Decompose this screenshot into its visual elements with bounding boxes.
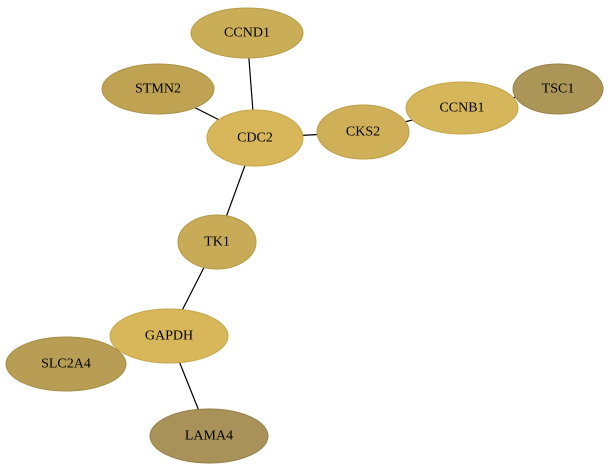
node-label-lama4: LAMA4: [185, 429, 233, 444]
node-shape-tk1[interactable]: [177, 214, 257, 270]
node-label-ccnb1: CCNB1: [439, 101, 484, 116]
node-ccnd1[interactable]: CCND1: [190, 7, 304, 59]
node-label-stmn2: STMN2: [135, 82, 181, 97]
node-shape-gapdh[interactable]: [109, 308, 229, 364]
node-label-cks2: CKS2: [346, 125, 380, 140]
node-lama4[interactable]: LAMA4: [149, 408, 269, 464]
node-shape-stmn2[interactable]: [101, 63, 215, 115]
node-stmn2[interactable]: STMN2: [101, 63, 215, 115]
node-shape-slc2a4[interactable]: [5, 336, 127, 392]
node-label-slc2a4: SLC2A4: [41, 357, 91, 372]
node-shape-ccnb1[interactable]: [405, 81, 519, 135]
node-shape-tsc1[interactable]: [512, 63, 604, 115]
node-slc2a4[interactable]: SLC2A4: [5, 336, 127, 392]
node-tsc1[interactable]: TSC1: [512, 63, 604, 115]
node-shape-lama4[interactable]: [149, 408, 269, 464]
node-cdc2[interactable]: CDC2: [206, 109, 304, 167]
node-label-cdc2: CDC2: [237, 131, 273, 146]
node-gapdh[interactable]: GAPDH: [109, 308, 229, 364]
node-label-tk1: TK1: [204, 235, 230, 250]
node-label-gapdh: GAPDH: [145, 329, 193, 344]
node-shape-cks2[interactable]: [316, 104, 410, 160]
node-shape-cdc2[interactable]: [206, 109, 304, 167]
node-ccnb1[interactable]: CCNB1: [405, 81, 519, 135]
node-tk1[interactable]: TK1: [177, 214, 257, 270]
node-cks2[interactable]: CKS2: [316, 104, 410, 160]
node-shape-ccnd1[interactable]: [190, 7, 304, 59]
node-label-ccnd1: CCND1: [224, 26, 270, 41]
node-label-tsc1: TSC1: [542, 82, 575, 97]
